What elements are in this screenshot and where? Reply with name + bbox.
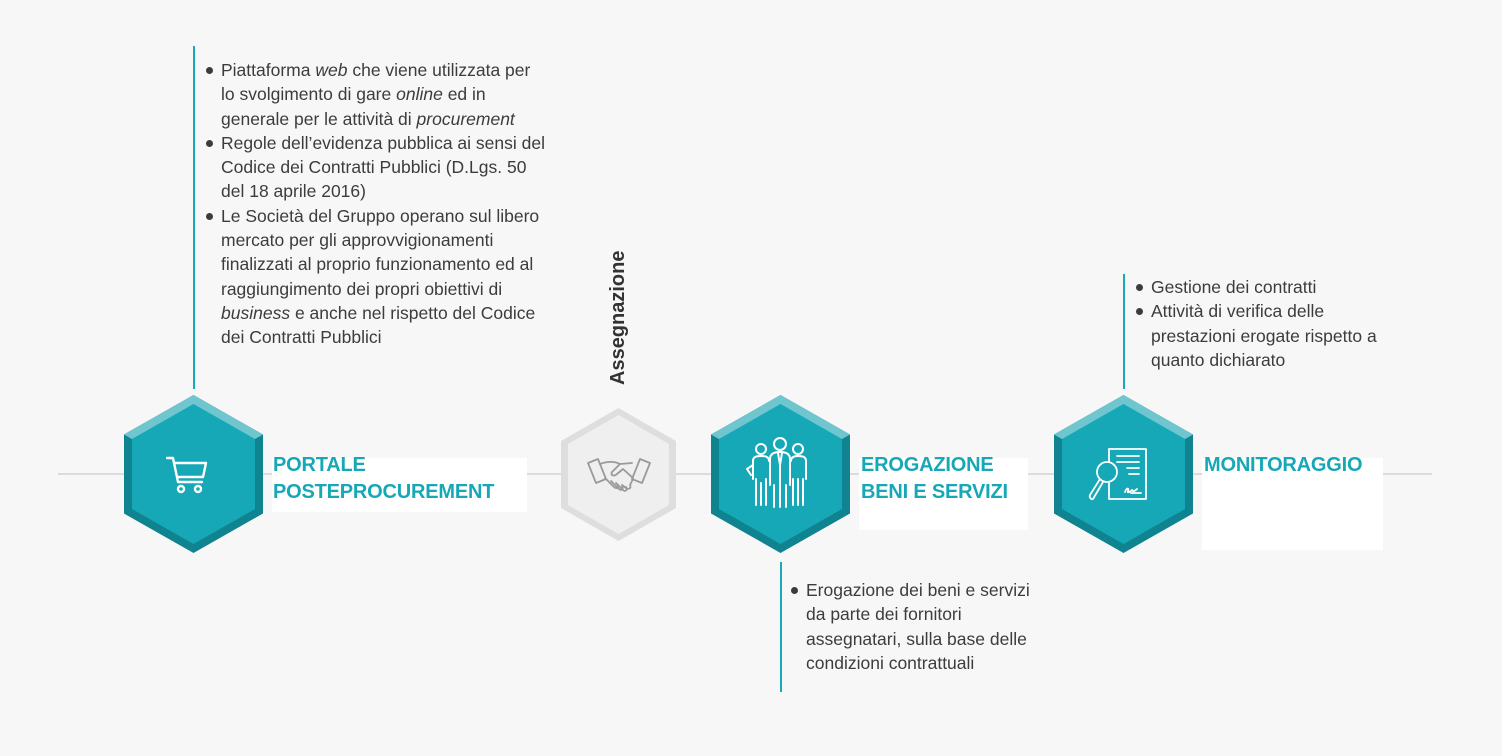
bullet-list-erogazione: Erogazione dei beni e servizi da parte d… xyxy=(790,578,1030,675)
hexagon-erogazione xyxy=(711,395,850,553)
handshake-icon xyxy=(587,458,651,492)
hexagon-portale xyxy=(124,395,263,553)
connector-line-portale xyxy=(193,46,195,389)
label-box-portale xyxy=(272,458,527,512)
bullet-item: Le Società del Gruppo operano sul libero… xyxy=(205,204,545,350)
step-label-monitoraggio: MONITORAGGIO xyxy=(1204,454,1363,476)
bullet-list-portale: Piattaforma web che viene utilizzata per… xyxy=(205,58,545,350)
shopping-cart-icon xyxy=(166,456,208,494)
bullet-item: Gestione dei contratti xyxy=(1135,275,1395,299)
connector-line-monitoraggio xyxy=(1123,274,1125,389)
document-magnifier-icon xyxy=(1088,448,1147,501)
label-box-monitoraggio xyxy=(1202,458,1383,550)
label-box-erogazione xyxy=(859,458,1028,530)
hexagon-monitoraggio xyxy=(1054,395,1193,553)
step-label-assegnazione: Assegnazione xyxy=(607,250,629,385)
hexagon-assegnazione xyxy=(561,408,676,541)
bullet-item: Regole dell’evidenza pubblica ai sensi d… xyxy=(205,131,545,204)
step-label-portale: PORTALE POSTEPROCUREMENT xyxy=(273,454,495,503)
connector-line-erogazione xyxy=(780,562,782,692)
step-label-erogazione: EROGAZIONE BENI E SERVIZI xyxy=(861,454,1008,503)
bullet-item: Piattaforma web che viene utilizzata per… xyxy=(205,58,545,131)
bullet-item: Erogazione dei beni e servizi da parte d… xyxy=(790,578,1030,675)
people-group-icon xyxy=(746,437,807,508)
bullet-item: Attività di verifica delle prestazioni e… xyxy=(1135,299,1395,372)
